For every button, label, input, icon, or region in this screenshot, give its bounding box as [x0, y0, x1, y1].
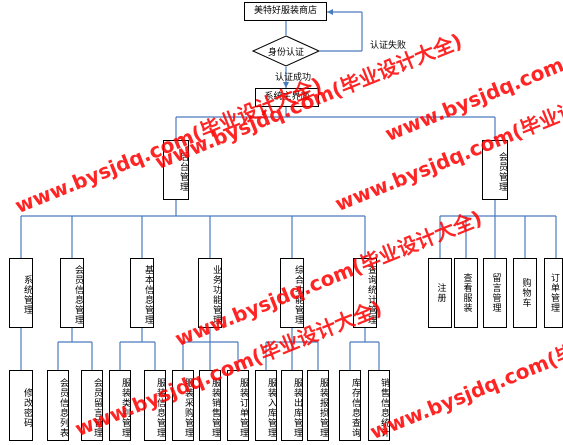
- leaf-sales: 服装销售管理: [199, 370, 221, 441]
- module-integrated: 综合功能管理: [280, 258, 304, 328]
- member-orders: 订单管理: [544, 258, 563, 328]
- leaf-stock-in: 服装入库管理: [255, 370, 277, 441]
- edge-label-fail: 认证失败: [370, 41, 407, 51]
- member-message: 留言管理: [483, 258, 507, 328]
- edge-label-success: 认证成功: [275, 73, 312, 83]
- leaf-clothing-category: 服装类别管理: [109, 370, 131, 441]
- leaf-member-messages: 会员留言管理: [81, 370, 103, 441]
- auth-decision-label: 身份认证: [267, 47, 304, 58]
- module-member-info: 会员信息管理: [60, 258, 84, 328]
- main-node: 系统主界面: [255, 88, 319, 107]
- backend-node: 后台管理: [163, 140, 189, 200]
- leaf-purchase: 服装采购管理: [172, 370, 194, 441]
- leaf-stock-query: 库存信息查询: [339, 370, 361, 441]
- leaf-orders: 服装订单管理: [227, 370, 249, 441]
- module-query: 查询统计管理: [353, 258, 377, 328]
- member-browse: 查看服装: [454, 258, 478, 328]
- member-register: 注册: [428, 258, 452, 328]
- leaf-member-list: 会员信息列表: [47, 370, 69, 441]
- root-node: 美特好服装商店: [244, 2, 327, 21]
- leaf-damage-report: 服装报损管理: [307, 370, 329, 441]
- leaf-stock-out: 服装出库管理: [281, 370, 303, 441]
- leaf-sales-stats: 销售信息统计: [368, 370, 390, 441]
- member-node: 会员管理: [482, 140, 508, 200]
- leaf-change-password: 修改密码: [9, 370, 33, 441]
- auth-decision: 身份认证: [252, 35, 320, 67]
- module-basic-info: 基本信息管理: [130, 258, 154, 328]
- leaf-clothing-info: 服装信息管理: [144, 370, 166, 441]
- module-business: 业务功能管理: [198, 258, 222, 328]
- module-system: 系统管理: [9, 258, 33, 328]
- member-cart: 购物车: [513, 258, 537, 328]
